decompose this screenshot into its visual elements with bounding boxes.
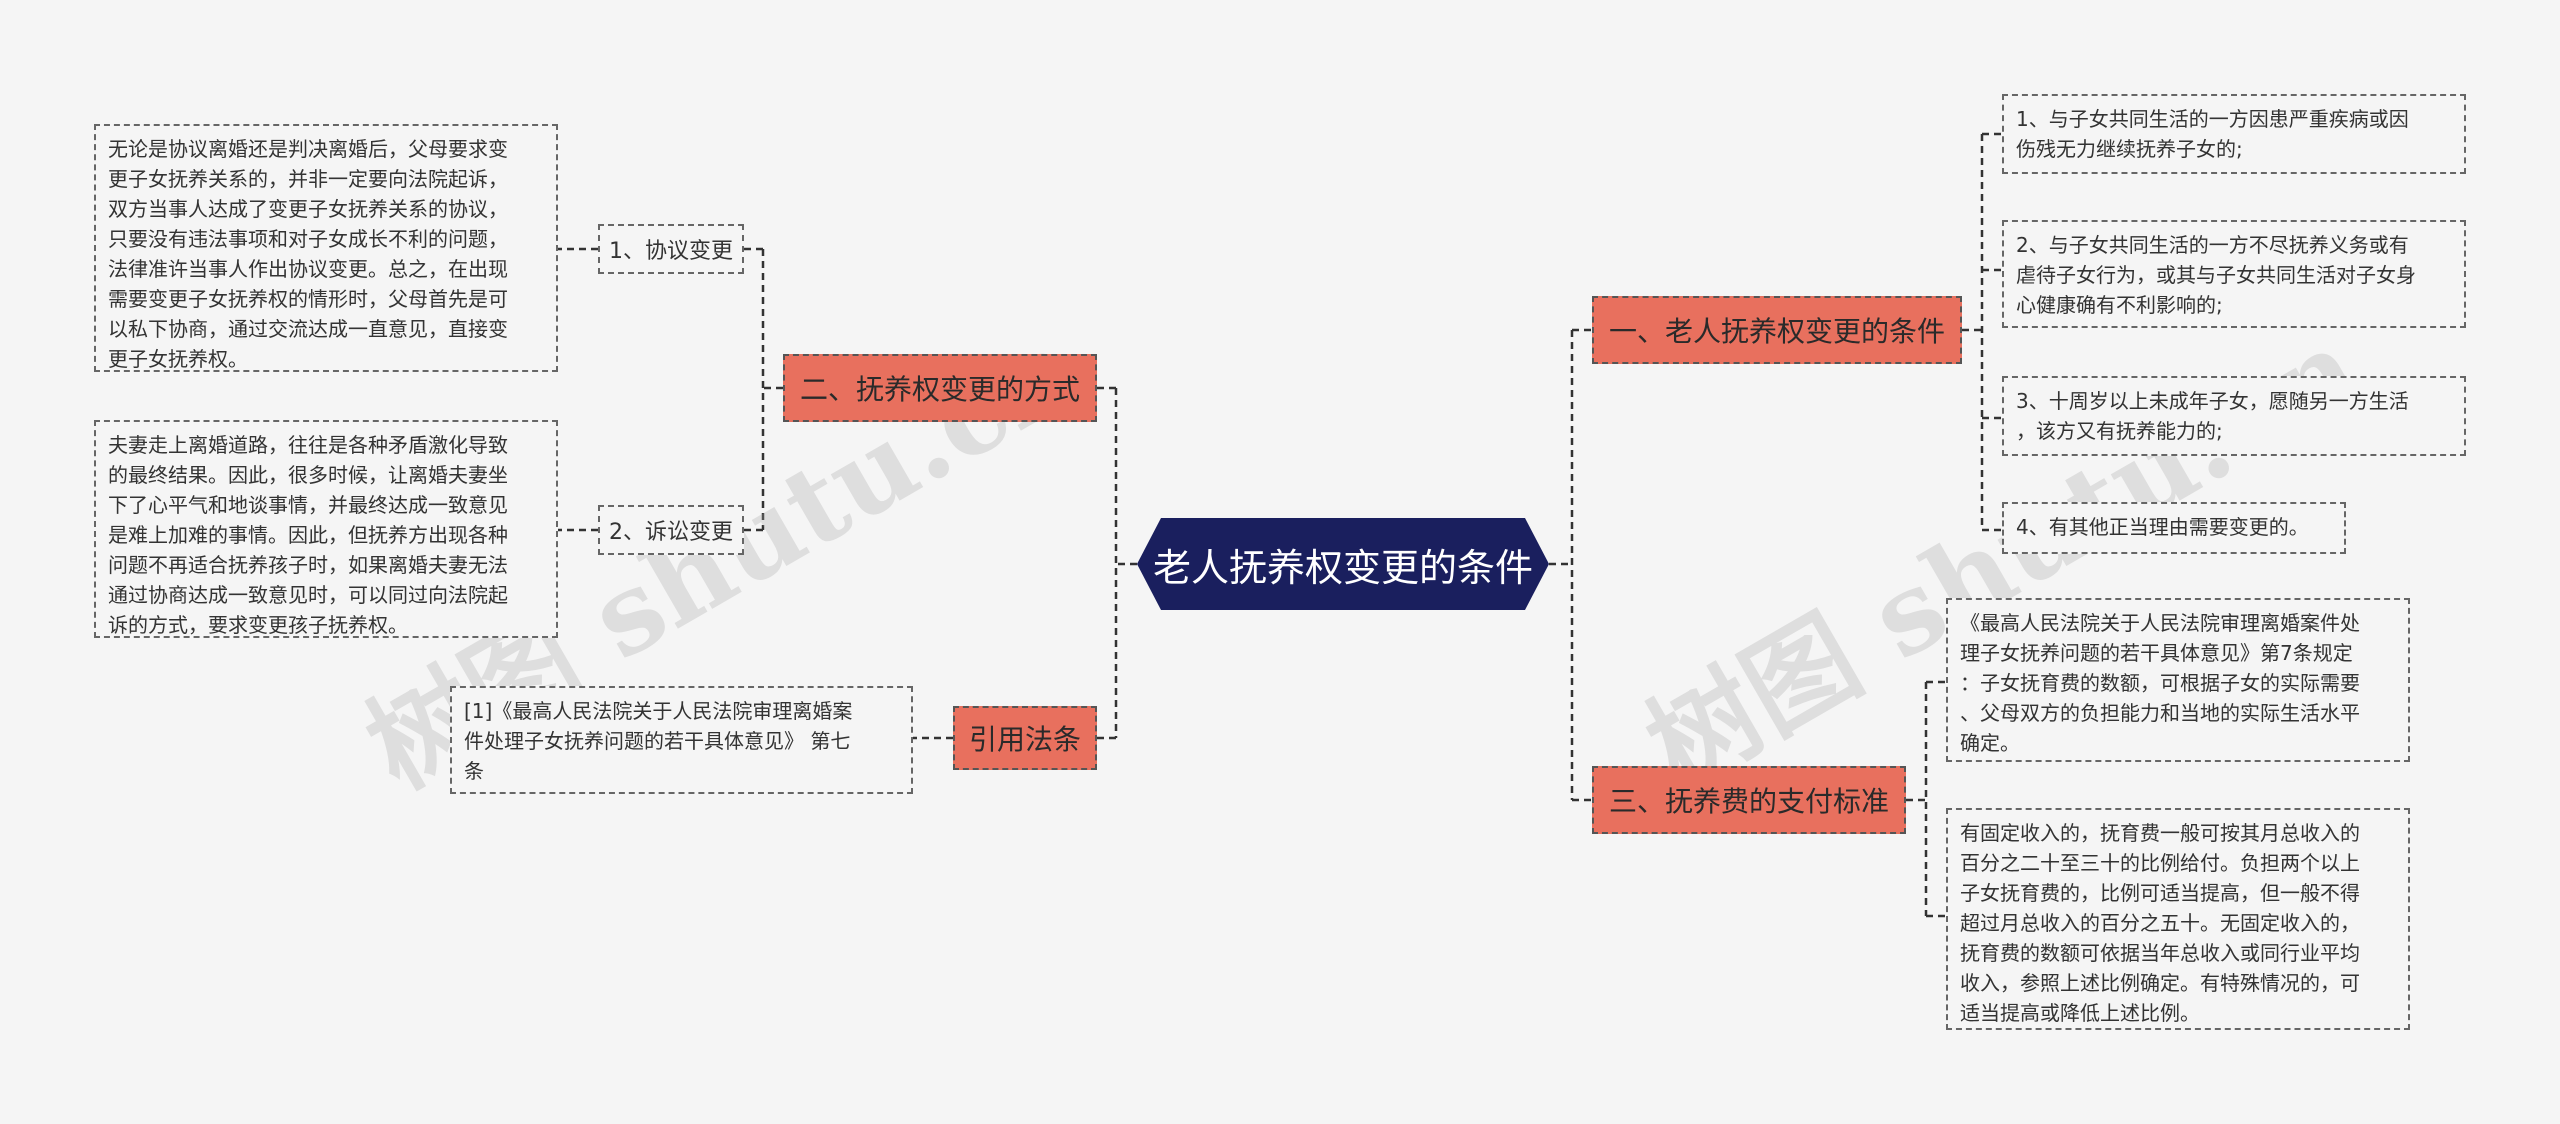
leaf-payment-rule[interactable]: 《最高人民法院关于人民法院审理离婚案件处 理子女抚养问题的若干具体意见》第7条规…	[1946, 598, 2410, 762]
branch-label: 引用法条	[968, 723, 1081, 756]
leaf-citation-text[interactable]: [1]《最高人民法院关于人民法院审理离婚案 件处理子女抚养问题的若干具体意见》 …	[450, 686, 913, 794]
sub-label: 2、诉讼变更	[609, 520, 733, 545]
sub-agreement-change[interactable]: 1、协议变更	[598, 224, 744, 274]
branch-citation[interactable]: 引用法条	[953, 706, 1097, 770]
branch-methods[interactable]: 二、抚养权变更的方式	[783, 354, 1097, 422]
link-b3-leaves	[1906, 680, 1946, 918]
root-topic-label: 老人抚养权变更的条件	[1152, 545, 1533, 590]
leaf-condition-3[interactable]: 3、十周岁以上未成年子女，愿随另一方生活 ，该方又有抚养能力的;	[2002, 376, 2466, 456]
branch-label: 一、老人抚养权变更的条件	[1608, 315, 1945, 348]
leaf-condition-4[interactable]: 4、有其他正当理由需要变更的。	[2002, 502, 2346, 554]
link-root-right	[1549, 328, 1592, 802]
leaf-litigation-text[interactable]: 夫妻走上离婚道路，往往是各种矛盾激化导致 的最终结果。因此，很多时候，让离婚夫妻…	[94, 420, 558, 638]
leaf-condition-2[interactable]: 2、与子女共同生活的一方不尽抚养义务或有 虐待子女行为，或其与子女共同生活对子女…	[2002, 220, 2466, 328]
link-b2-subs	[744, 247, 783, 532]
leaf-payment-detail[interactable]: 有固定收入的，抚育费一般可按其月总收入的 百分之二十至三十的比例给付。负担两个以…	[1946, 808, 2410, 1030]
branch-payment[interactable]: 三、抚养费的支付标准	[1592, 766, 1906, 834]
root-topic[interactable]: 老人抚养权变更的条件	[1137, 518, 1549, 610]
sub-label: 1、协议变更	[609, 239, 733, 264]
leaf-condition-1[interactable]: 1、与子女共同生活的一方因患严重疾病或因 伤残无力继续抚养子女的;	[2002, 94, 2466, 174]
branch-label: 二、抚养权变更的方式	[799, 373, 1080, 406]
branch-conditions[interactable]: 一、老人抚养权变更的条件	[1592, 296, 1962, 364]
leaf-agreement-text[interactable]: 无论是协议离婚还是判决离婚后，父母要求变 更子女抚养关系的，并非一定要向法院起诉…	[94, 124, 558, 372]
branch-label: 三、抚养费的支付标准	[1608, 785, 1889, 818]
link-b1-leaves	[1962, 132, 2002, 532]
sub-litigation-change[interactable]: 2、诉讼变更	[598, 505, 744, 555]
link-root-left	[1097, 386, 1137, 740]
